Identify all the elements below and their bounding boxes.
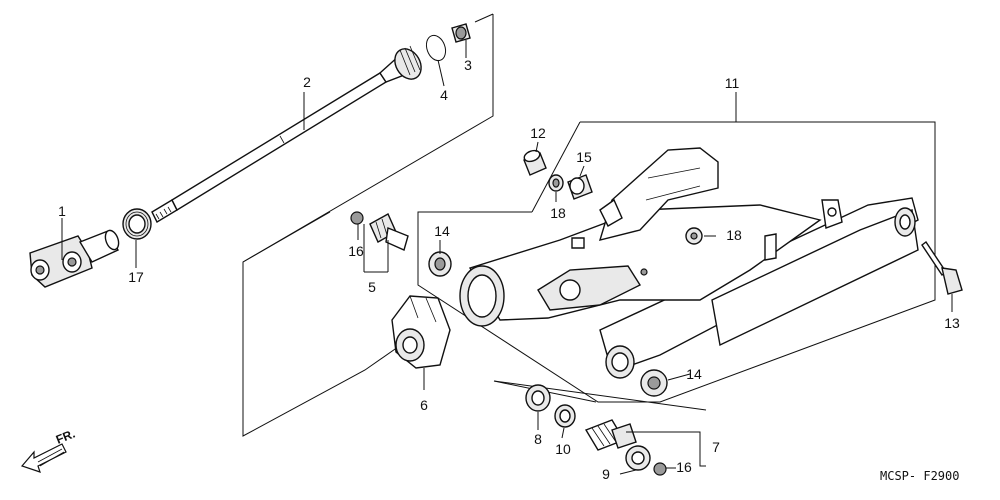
- dust-cover: [391, 295, 451, 369]
- pivot-bearing-left: [428, 251, 452, 277]
- callout-12: 12: [530, 125, 546, 141]
- front-label: FR.: [54, 427, 77, 447]
- callout-14-left: 14: [434, 223, 450, 239]
- callout-18-right: 18: [726, 227, 742, 243]
- callout-8: 8: [534, 431, 542, 447]
- callout-14-right: 14: [686, 366, 702, 382]
- callout-4: 4: [440, 87, 448, 103]
- callout-6: 6: [420, 397, 428, 413]
- pivot-bearing-right: [640, 369, 668, 397]
- callout-1: 1: [58, 203, 66, 219]
- figure-code: MCSP- F2900: [880, 469, 959, 483]
- left-pivot-bolt: [350, 211, 409, 251]
- drive-shaft: [151, 45, 422, 223]
- assembly-outline-left: [242, 13, 494, 437]
- callout-16-lower: 16: [676, 459, 692, 475]
- leader-lines: [61, 40, 953, 475]
- swing-arm: [459, 147, 919, 379]
- lock-nut: [625, 445, 651, 471]
- bushing: [567, 174, 593, 200]
- callout-9: 9: [602, 466, 610, 482]
- callout-10: 10: [555, 441, 571, 457]
- callout-11: 11: [725, 75, 740, 91]
- universal-joint: [29, 229, 120, 288]
- bolt: [921, 240, 963, 295]
- callout-3: 3: [464, 57, 472, 73]
- oil-seal: [122, 208, 152, 240]
- cap-nut: [451, 23, 471, 43]
- callout-2: 2: [303, 74, 311, 90]
- collar: [523, 149, 547, 176]
- callout-5: 5: [368, 279, 376, 295]
- front-arrow-icon: [20, 443, 67, 473]
- callout-7: 7: [712, 439, 720, 455]
- callout-16-upper: 16: [348, 243, 364, 259]
- cap: [653, 462, 667, 476]
- nut-right: [685, 227, 703, 245]
- callout-17: 17: [128, 269, 144, 285]
- stopper-ring: [425, 34, 447, 62]
- seal-ring: [554, 404, 576, 428]
- front-direction-indicator: FR.: [20, 427, 77, 473]
- callout-18-upper: 18: [550, 205, 566, 221]
- pivot-collar: [525, 384, 551, 412]
- callout-labels: 1 2 3 4 5 6 7 8 9 10 11 12 13 14 14 15 1…: [58, 57, 960, 482]
- nut-upper: [548, 174, 564, 192]
- right-pivot-bolt: [584, 419, 637, 451]
- callout-15: 15: [576, 149, 592, 165]
- callout-13: 13: [944, 315, 960, 331]
